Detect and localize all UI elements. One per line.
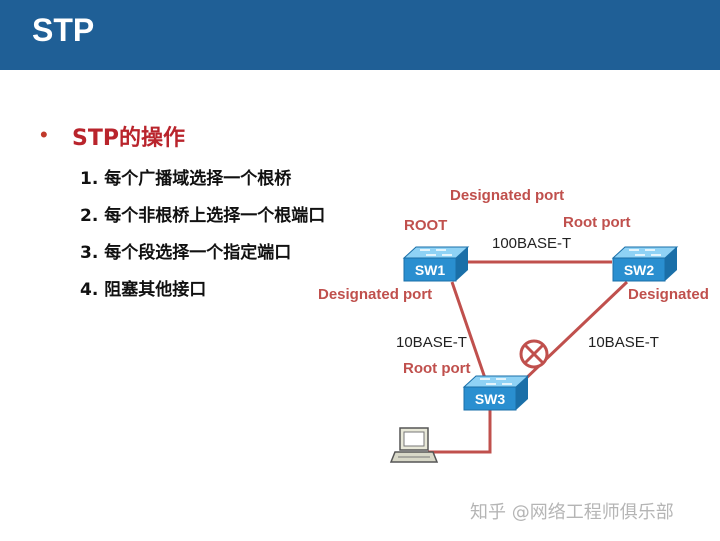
label-designated-sw2: Designated	[628, 286, 709, 303]
label-link-10base-left: 10BASE-T	[396, 334, 467, 351]
label-root-port-sw2: Root port	[563, 214, 630, 231]
bullet-dot: •	[40, 122, 48, 147]
label-designated-top: Designated port	[450, 187, 564, 204]
slide-title: STP	[32, 12, 95, 48]
label-link-10base-right: 10BASE-T	[588, 334, 659, 351]
pc-icon	[389, 427, 439, 463]
link-sw2-sw3	[518, 280, 629, 386]
link-pc-sw3	[428, 410, 492, 454]
blocked-port-icon	[519, 339, 549, 369]
label-root: ROOT	[404, 217, 447, 234]
step-list: 1. 每个广播域选择一个根桥 2. 每个非根桥上选择一个根端口 3. 每个段选择…	[80, 164, 325, 312]
switch-sw1-icon: SW1	[402, 246, 470, 282]
slide-header: STP	[0, 0, 720, 70]
label-root-port-sw3: Root port	[403, 360, 470, 377]
switch-sw2-icon: SW2	[611, 246, 679, 282]
step-item-1: 1. 每个广播域选择一个根桥	[80, 169, 292, 189]
sw3-label: SW3	[475, 391, 506, 407]
link-sw1-sw3	[450, 281, 489, 385]
watermark: 知乎 @网络工程师俱乐部	[470, 502, 674, 523]
sw2-label: SW2	[624, 262, 655, 278]
sw1-label: SW1	[415, 262, 446, 278]
switch-sw3-icon: SW3	[462, 375, 530, 411]
step-item-2: 2. 每个非根桥上选择一个根端口	[80, 206, 326, 226]
step-item-3: 3. 每个段选择一个指定端口	[80, 243, 292, 263]
label-designated-sw1: Designated port	[318, 286, 432, 303]
bullet-title: STP的操作	[72, 126, 185, 151]
step-item-4: 4. 阻塞其他接口	[80, 280, 207, 300]
label-link-100base: 100BASE-T	[492, 235, 571, 252]
